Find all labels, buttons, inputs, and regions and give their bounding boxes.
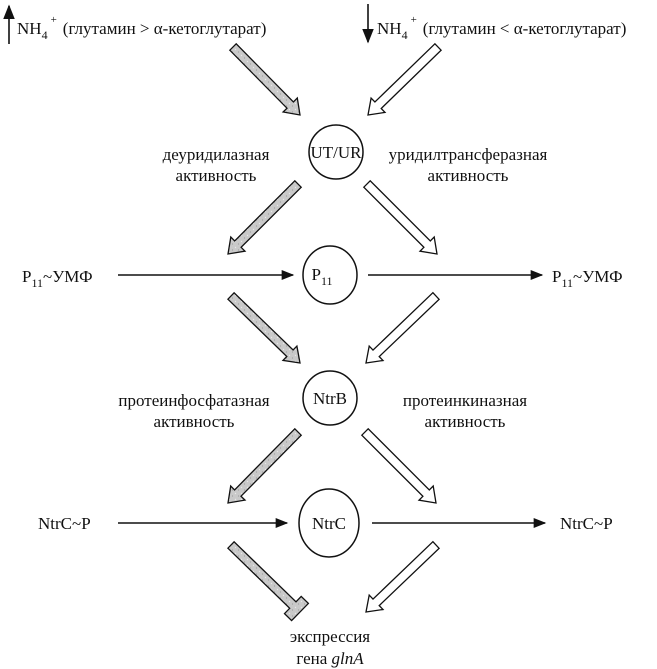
svg-text:протеинфосфатазная: протеинфосфатазная [118, 391, 269, 410]
svg-text:уридилтрансферазная: уридилтрансферазная [389, 145, 548, 164]
svg-text:активность: активность [176, 166, 257, 185]
signal-up-label: NH4+(глутамин > α-кетоглутарат) [17, 14, 266, 42]
activity-ntrb-left: протеинфосфатазная активность [118, 391, 269, 431]
arrow-utur-to-p11-right [362, 179, 438, 255]
arrow-signal-up-to-utur [228, 42, 301, 116]
svg-text:гена glnA: гена glnA [296, 649, 364, 668]
node-ntrb-label: NtrB [313, 389, 347, 408]
arrow-ntrb-to-ntrc-right [360, 427, 437, 504]
node-p11-label: P11 [311, 265, 332, 288]
node-ntrc: NtrC [298, 488, 360, 558]
arrow-ntrb-to-ntrc-left [227, 427, 303, 504]
arrow-p11-to-ntrb-left [226, 291, 301, 364]
activity-ntrb-right: протеинкиназная активность [403, 391, 527, 431]
arrow-ntrc-to-gene [365, 540, 441, 613]
svg-text:экспрессия: экспрессия [290, 627, 370, 646]
svg-text:активность: активность [425, 412, 506, 431]
signal-down-label: NH4+(глутамин < α-кетоглутарат) [377, 14, 626, 42]
arrow-signal-down-to-utur [367, 42, 443, 116]
node-utur: UT/UR [308, 124, 364, 180]
p11-ump-right: P11~УМФ [552, 267, 623, 290]
inhibit-ntrc-to-gene [226, 540, 310, 622]
p11-ump-left: P11~УМФ [22, 267, 93, 290]
node-ntrb: NtrB [302, 370, 358, 426]
arrow-utur-to-p11-left [227, 179, 303, 255]
svg-text:активность: активность [428, 166, 509, 185]
svg-text:протеинкиназная: протеинкиназная [403, 391, 527, 410]
node-p11: P11 [302, 245, 358, 305]
activity-utur-right: уридилтрансферазная активность [389, 145, 548, 185]
ntrc-p-right: NtrC~P [560, 514, 613, 533]
node-ntrc-label: NtrC [312, 514, 346, 533]
ntrc-p-left: NtrC~P [38, 514, 91, 533]
activity-utur-left: деуридилазная активность [163, 145, 270, 185]
gene-expression-output: экспрессия гена glnA [290, 627, 370, 668]
svg-text:активность: активность [154, 412, 235, 431]
svg-text:деуридилазная: деуридилазная [163, 145, 270, 164]
arrow-p11-to-ntrb-right [365, 291, 441, 364]
node-utur-label: UT/UR [311, 143, 363, 162]
